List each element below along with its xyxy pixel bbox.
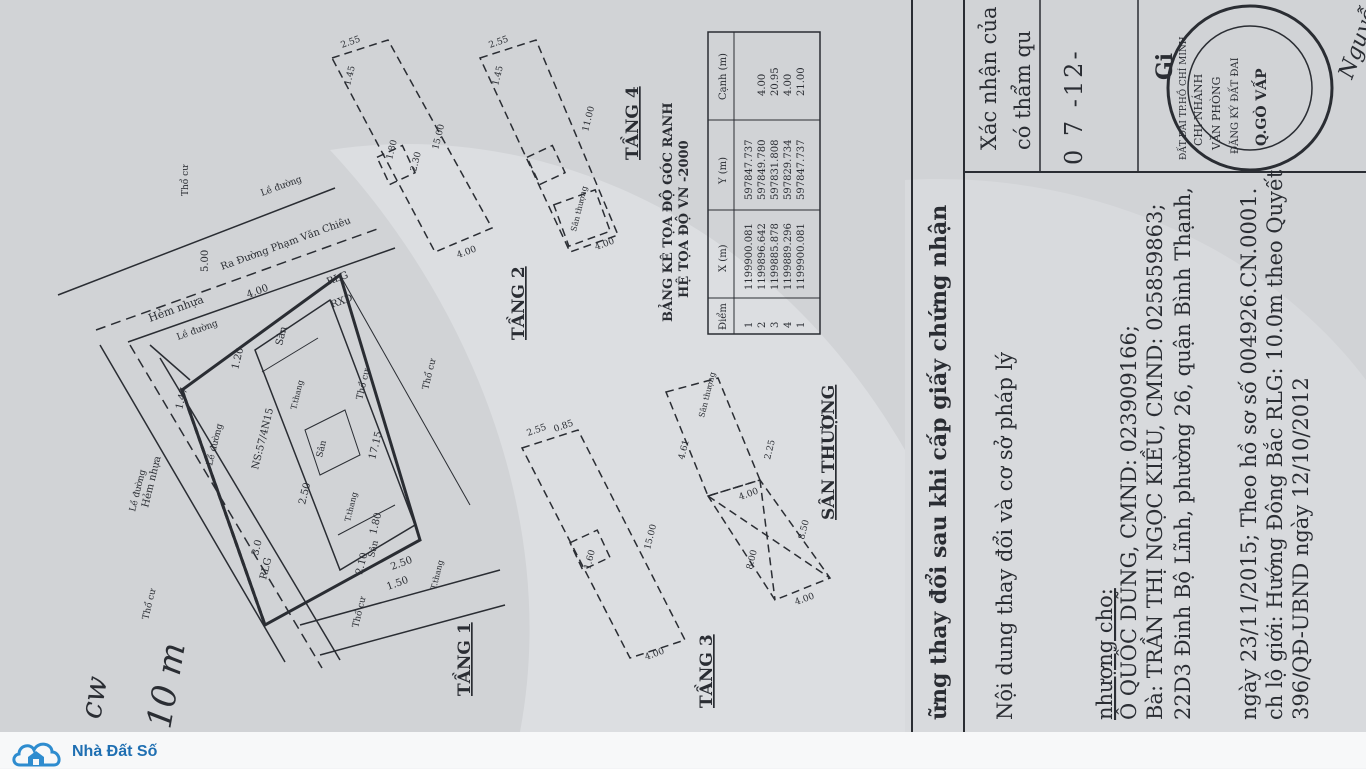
coord-cell-edge: 20.95 bbox=[770, 67, 781, 96]
floor2-plan bbox=[330, 39, 494, 253]
svg-text:1.45: 1.45 bbox=[491, 65, 506, 87]
house-cloud-icon bbox=[12, 742, 61, 767]
svg-text:Điểm: Điểm bbox=[717, 303, 729, 330]
transfer-line-6: ch lộ giới: Hướng Đông Bắc RLG: 10.0m th… bbox=[1263, 169, 1287, 720]
transfer-line-5: ngày 23/11/2015; Theo hồ sơ số 004926.CN… bbox=[1237, 188, 1261, 720]
svg-text:1.60: 1.60 bbox=[583, 549, 598, 571]
transfer-line-7: 396/QĐ-UBND ngày 12/10/2012 bbox=[1289, 377, 1313, 720]
coord-cell-x: 1199900.081 bbox=[744, 223, 755, 290]
coord-cell-x: 1199885.878 bbox=[770, 223, 781, 290]
floor2-label: TẦNG 2 bbox=[506, 266, 529, 340]
coord-cell-x: 1199900.081 bbox=[796, 223, 807, 290]
svg-text:VĂN PHÒNG: VĂN PHÒNG bbox=[1209, 77, 1223, 151]
date-fragment: 0 7 -12- bbox=[1060, 48, 1088, 165]
document-scan: ững thay đổi sau khi cấp giấy chứng nhận… bbox=[57, 0, 1366, 732]
floor4-plan bbox=[478, 39, 619, 253]
floor1-label: TẦNG 1 bbox=[452, 622, 475, 696]
svg-text:X (m): X (m) bbox=[718, 244, 729, 272]
svg-text:Sân: Sân bbox=[366, 539, 381, 559]
coord-cell-edge: 4.00 bbox=[757, 74, 768, 96]
coord-cell-y: 597831.808 bbox=[770, 140, 781, 200]
svg-text:3.0: 3.0 bbox=[250, 539, 265, 557]
svg-text:Y (m): Y (m) bbox=[718, 157, 729, 185]
coord-cell-point: 1 bbox=[796, 322, 807, 328]
coord-cell-point: 2 bbox=[757, 322, 768, 328]
coord-cell-x: 1199889.296 bbox=[783, 223, 794, 290]
transfer-text: nhượng cho: Ô QUỐC DŨNG, CMND: 023909166… bbox=[1093, 169, 1313, 720]
svg-text:Cạnh (m): Cạnh (m) bbox=[718, 53, 729, 100]
svg-text:2.30: 2.30 bbox=[409, 151, 424, 173]
svg-text:1.80: 1.80 bbox=[368, 511, 384, 535]
confirm-header-2: có thẩm qu bbox=[1011, 31, 1035, 150]
office-stamp: CHI NHÁNH VĂN PHÒNG ĐĂNG KÝ ĐẤT ĐAI Q.GÒ… bbox=[1166, 4, 1334, 172]
coord-cell-y: 597847.737 bbox=[796, 140, 807, 200]
coord-cell-y: 597829.734 bbox=[783, 140, 794, 200]
coord-cell-x: 1199896.642 bbox=[757, 223, 768, 290]
table-title-1: BẢNG KÊ TỌA ĐỘ GÓC RANH bbox=[658, 103, 676, 323]
changes-heading: ững thay đổi sau khi cấp giấy chứng nhận bbox=[924, 205, 952, 720]
coord-cell-point: 1 bbox=[744, 322, 755, 328]
handwriting-a: cw bbox=[73, 673, 115, 721]
confirm-header-1: Xác nhận của bbox=[977, 7, 1001, 150]
site-plan bbox=[57, 187, 506, 669]
svg-text:ĐĂNG KÝ ĐẤT ĐAI: ĐĂNG KÝ ĐẤT ĐAI bbox=[1228, 57, 1241, 154]
svg-text:ĐẤT ĐAI TP.HỒ CHÍ MINH: ĐẤT ĐAI TP.HỒ CHÍ MINH bbox=[1176, 36, 1189, 160]
svg-text:RLG: RLG bbox=[258, 557, 274, 581]
coord-cell-edge: 21.00 bbox=[796, 67, 807, 96]
rooftop-label: SÂN THƯỢNG bbox=[818, 385, 839, 520]
floor3-label: TẦNG 3 bbox=[694, 634, 717, 708]
svg-text:1.47: 1.47 bbox=[174, 386, 190, 410]
svg-text:CHI NHÁNH: CHI NHÁNH bbox=[1191, 74, 1205, 146]
coord-cell-point: 4 bbox=[783, 322, 794, 328]
scanned-document: ững thay đổi sau khi cấp giấy chứng nhận… bbox=[0, 0, 1366, 733]
floor3-plan bbox=[520, 429, 687, 659]
rooftop-plan bbox=[664, 377, 832, 601]
svg-text:2.50: 2.50 bbox=[297, 481, 313, 505]
coordinate-table: BẢNG KÊ TỌA ĐỘ GÓC RANH HỆ TỌA ĐỘ VN -20… bbox=[658, 31, 821, 335]
svg-text:8.00: 8.00 bbox=[745, 549, 760, 571]
svg-text:2.10: 2.10 bbox=[354, 551, 370, 575]
svg-text:4.61: 4.61 bbox=[677, 439, 692, 461]
svg-text:Thổ cư: Thổ cư bbox=[179, 164, 191, 196]
floor4-label: TẦNG 4 bbox=[620, 86, 643, 160]
svg-text:8.50: 8.50 bbox=[797, 519, 812, 541]
svg-text:5.00: 5.00 bbox=[200, 250, 211, 272]
svg-text:1.20: 1.20 bbox=[230, 346, 246, 370]
brand-logo-link[interactable]: Nhà Đất Số bbox=[10, 735, 157, 769]
transfer-line-1: nhượng cho: bbox=[1093, 588, 1117, 720]
changes-column-header: Nội dung thay đổi và cơ sở pháp lý bbox=[993, 352, 1017, 720]
svg-text:Q.GÒ VẤP: Q.GÒ VẤP bbox=[1250, 68, 1270, 146]
table-title-2: HỆ TỌA ĐỘ VN -2000 bbox=[675, 140, 692, 298]
coord-cell-y: 597849.780 bbox=[757, 140, 768, 200]
svg-text:Sân: Sân bbox=[274, 325, 289, 347]
coord-cell-point: 3 bbox=[770, 322, 781, 328]
site-labels: Hẻm nhựa Lề đường Ra Đường Phạm Văn Chiê… bbox=[127, 164, 445, 629]
transfer-line-2: Ô QUỐC DŨNG, CMND: 023909166; bbox=[1114, 325, 1141, 720]
svg-text:Sân: Sân bbox=[314, 439, 329, 459]
svg-text:1.45: 1.45 bbox=[343, 65, 358, 87]
svg-text:1.80: 1.80 bbox=[385, 139, 400, 161]
transfer-line-3: Bà: TRẦN THỊ NGỌC KIỀU, CMND: 025859863; bbox=[1141, 204, 1167, 720]
transfer-line-4: 22D3 Đinh Bộ Lĩnh, phường 26, quận Bình … bbox=[1171, 187, 1195, 720]
svg-text:2.25: 2.25 bbox=[763, 439, 778, 461]
brand-name: Nhà Đất Số bbox=[72, 743, 158, 760]
coord-cell-edge: 4.00 bbox=[783, 74, 794, 96]
site-footer: Nhà Đất Số bbox=[0, 732, 1366, 768]
coord-cell-y: 597847.737 bbox=[744, 140, 755, 200]
